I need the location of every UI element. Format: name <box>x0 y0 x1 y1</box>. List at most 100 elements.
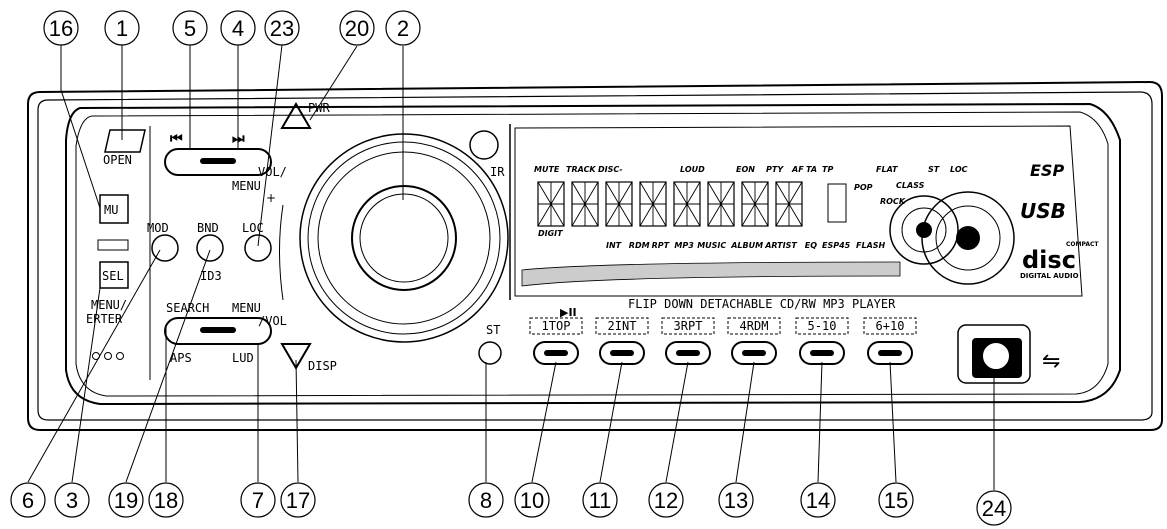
callout-12: 12 <box>648 482 684 518</box>
callout-18: 18 <box>148 482 184 518</box>
lcd-indicator: MUTE <box>534 165 560 174</box>
mute-button[interactable] <box>99 194 129 224</box>
preset-1[interactable]: 1TOP <box>529 317 583 365</box>
faceplate-outline <box>65 102 1121 406</box>
lcd-indicator: AF <box>791 165 804 174</box>
lcd-mode-indicator: RDM <box>629 241 650 250</box>
esp-logo: ESP <box>1030 161 1064 180</box>
preset-3[interactable]: 3RPT <box>661 317 715 365</box>
lcd-digit-label: DIGIT <box>538 229 563 238</box>
callout-23: 23 <box>264 10 300 46</box>
callout-15: 15 <box>878 482 914 518</box>
preset-label: 2INT <box>608 319 637 333</box>
loc-label: LOC <box>242 221 264 235</box>
mod-label: MOD <box>147 221 169 235</box>
callout-1: 1 <box>104 10 140 46</box>
band-button[interactable] <box>196 234 224 262</box>
callout-11: 11 <box>582 482 618 518</box>
callout-number: 12 <box>654 488 678 513</box>
callout-number: 7 <box>252 488 264 513</box>
bnd-label: BND <box>197 221 219 235</box>
lcd-mode-indicator: MUSIC <box>697 241 726 250</box>
usb-logo: USB <box>1020 199 1066 223</box>
lcd-indicator: PTY <box>766 165 784 174</box>
st-button[interactable] <box>478 341 502 365</box>
select-label: SEL <box>102 269 124 283</box>
loc-button[interactable] <box>244 234 272 262</box>
lud-label: LUD <box>232 351 254 365</box>
volume-knob-outer[interactable] <box>299 133 509 343</box>
callout-number: 19 <box>114 488 138 513</box>
lcd-mode-indicator: ESP45 <box>822 241 851 250</box>
vol-menu-top-label: VOL/ <box>258 165 287 179</box>
leader-lines <box>27 44 995 490</box>
ir-label: IR <box>490 165 505 179</box>
faceplate-inner <box>75 111 1109 397</box>
callout-24: 24 <box>976 490 1012 526</box>
play-pause-icon: ▶II <box>560 306 577 319</box>
callout-number: 5 <box>184 16 196 41</box>
select-button[interactable] <box>99 261 129 289</box>
callout-2: 2 <box>385 10 421 46</box>
preset-2[interactable]: 2INT <box>595 317 649 365</box>
disp-label: DISP <box>308 359 337 373</box>
search-rocker[interactable] <box>164 317 272 345</box>
callout-number: 6 <box>22 488 34 513</box>
search-label: SEARCH <box>166 301 209 315</box>
preset-label: 4RDM <box>740 319 769 333</box>
id3-label: ID3 <box>200 269 222 283</box>
callout-number: 15 <box>884 488 908 513</box>
callout-number: 20 <box>345 16 369 41</box>
menu-bottom-label: MENU <box>232 301 261 315</box>
lcd-level-bars <box>521 261 901 287</box>
lcd-indicator: EON <box>736 165 755 174</box>
callout-7: 7 <box>240 482 276 518</box>
callout-20: 20 <box>339 10 375 46</box>
preset-4[interactable]: 4RDM <box>727 317 781 365</box>
lcd-segments <box>537 181 847 227</box>
callout-17: 17 <box>280 482 316 518</box>
vol-bottom-label: /VOL <box>258 314 287 328</box>
preset-5[interactable]: 5-10 <box>795 317 849 365</box>
compact-label: COMPACT <box>1066 241 1099 248</box>
seek-rocker[interactable] <box>164 148 272 176</box>
open-label: OPEN <box>103 153 132 167</box>
disc-logo: disc <box>1022 246 1076 274</box>
led-3 <box>116 352 124 360</box>
callout-number: 2 <box>397 16 409 41</box>
lcd-mode-indicator: INT <box>606 241 622 250</box>
callout-4: 4 <box>220 10 256 46</box>
lcd-indicator: ST <box>928 165 940 174</box>
lcd-eq-indicator: POP <box>854 183 873 192</box>
preset-label: 1TOP <box>542 319 571 333</box>
power-button[interactable] <box>280 102 312 129</box>
prev-track-icon: ⏮ <box>170 131 183 147</box>
callout-10: 10 <box>514 482 550 518</box>
lcd-panel <box>514 125 1083 297</box>
menu-erter-label: MENU/ERTER <box>86 298 127 326</box>
callout-8: 8 <box>468 482 504 518</box>
open-button[interactable] <box>104 129 146 153</box>
preset-6[interactable]: 6+10 <box>863 317 917 365</box>
usb-icon: ⇋ <box>1042 349 1060 374</box>
callout-number: 13 <box>724 488 748 513</box>
housing-inner <box>37 91 1153 421</box>
menu-top-label: MENU <box>232 179 261 193</box>
pwr-label: PWR <box>308 101 330 115</box>
callout-number: 4 <box>232 16 244 41</box>
lcd-small-digit <box>827 183 847 223</box>
callout-number: 16 <box>49 16 73 41</box>
flip-label: FLIP DOWN DETACHABLE CD/RW MP3 PLAYER <box>628 297 896 311</box>
volume-knob-cap <box>351 185 457 291</box>
disp-button[interactable] <box>280 343 312 370</box>
lcd-mode-indicator: EQ <box>805 241 817 250</box>
callout-16: 16 <box>43 10 79 46</box>
seek-rocker-grip <box>200 158 236 164</box>
lcd-mode-indicator: ARTIST <box>764 241 797 250</box>
preset-label: 5-10 <box>808 319 837 333</box>
mod-button[interactable] <box>151 234 179 262</box>
preset-label: 3RPT <box>674 319 703 333</box>
lcd-indicator: TA <box>806 165 817 174</box>
